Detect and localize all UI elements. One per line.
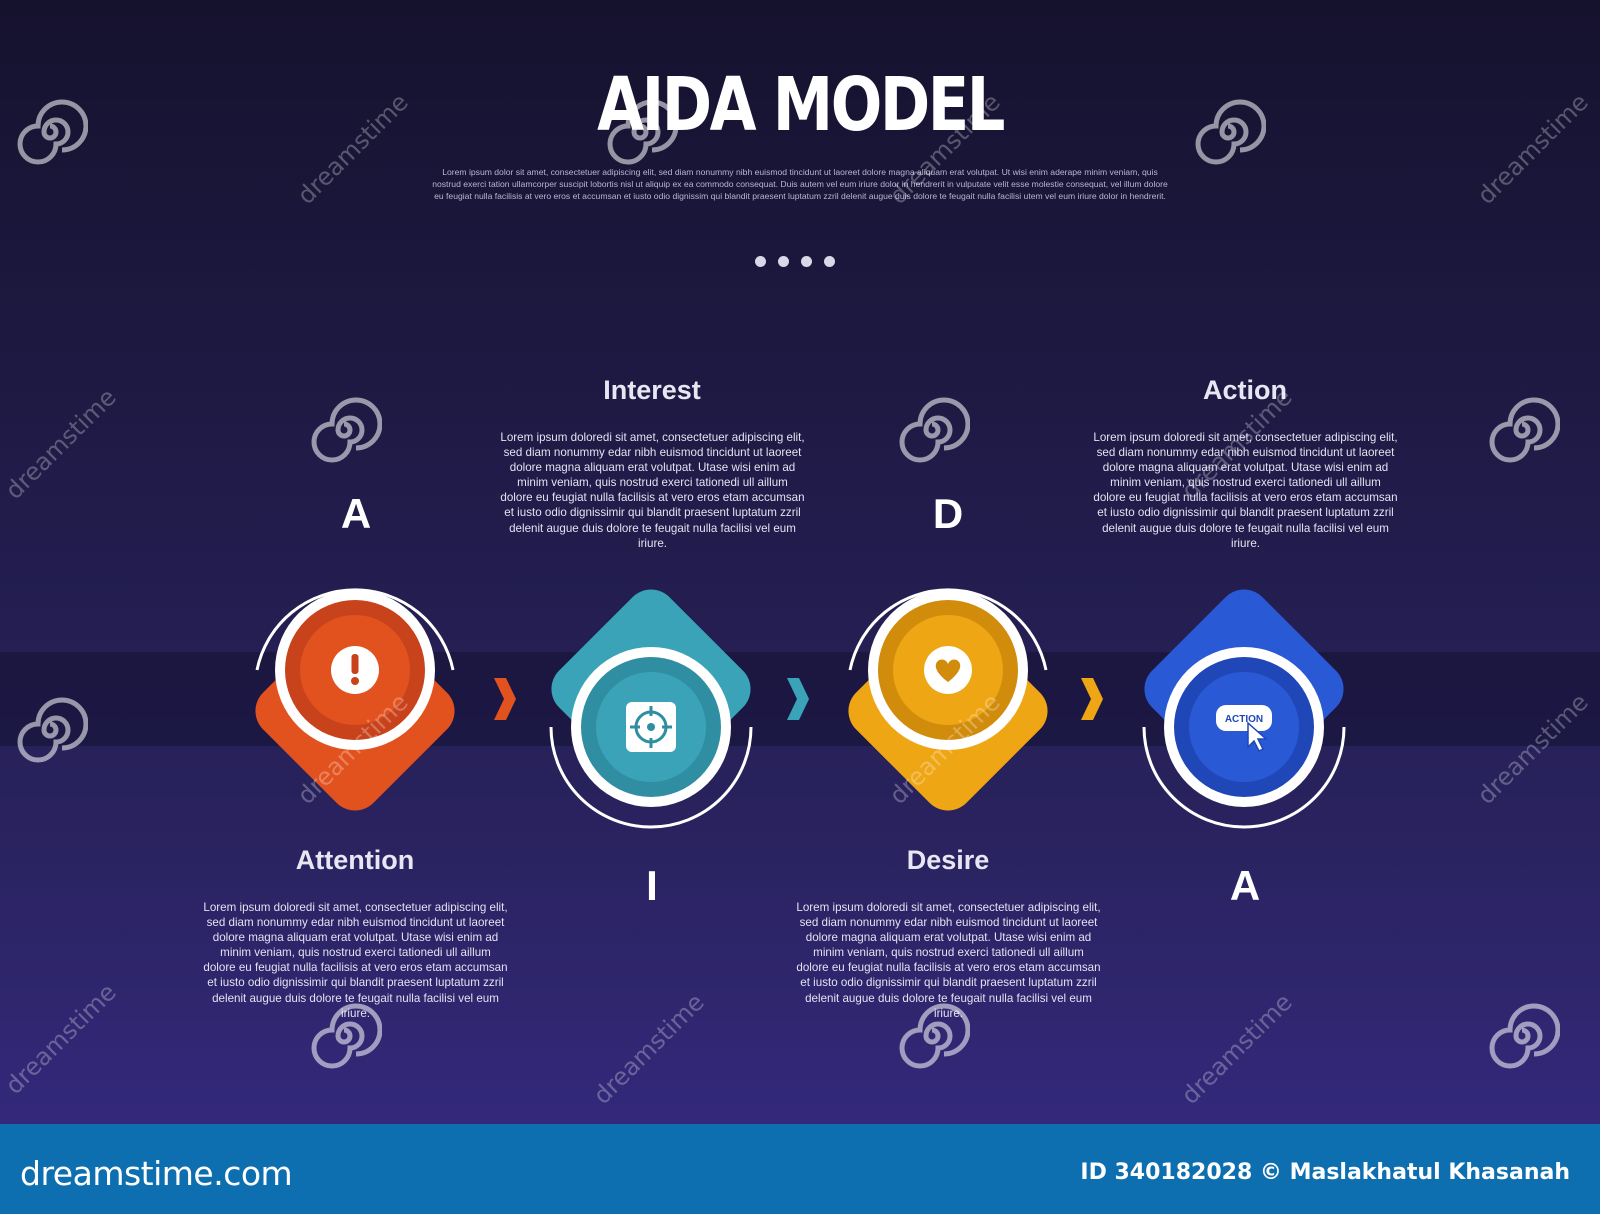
arrow-right-icon <box>787 678 809 720</box>
dot <box>755 256 766 267</box>
watermark-text: dreamstime <box>0 978 122 1100</box>
arrow-right-icon <box>494 678 516 720</box>
watermark-text: dreamstime <box>1472 88 1594 210</box>
exclamation-icon <box>331 646 379 694</box>
footer-bar: dreamstime.com ID 340182028 © Maslakhatu… <box>0 1124 1600 1214</box>
stage-title-attention: Attention <box>295 845 415 875</box>
dot <box>824 256 835 267</box>
stage-desc-interest: Lorem ipsum doloredi sit amet, consectet… <box>500 431 805 550</box>
stage-title-desire: Desire <box>906 845 990 875</box>
watermark-text: dreamstime <box>588 988 710 1110</box>
watermark-spiral-icon <box>899 1003 970 1069</box>
stage-node-action: ACTION <box>1124 589 1364 851</box>
stage-node-desire <box>828 568 1068 828</box>
dot <box>801 256 812 267</box>
watermark-text: dreamstime <box>0 383 122 505</box>
action-button-icon: ACTION <box>1216 705 1272 753</box>
watermark-spiral-icon <box>607 99 678 165</box>
heart-icon <box>924 646 972 694</box>
intro-text: Lorem ipsum dolor sit amet, consectetuer… <box>432 167 1168 201</box>
stage-node-attention <box>235 568 475 828</box>
watermark-spiral-icon <box>17 99 88 165</box>
watermark-spiral-icon <box>1489 1003 1560 1069</box>
pagination-dots <box>755 256 845 270</box>
node-arc <box>549 726 753 829</box>
node-arc <box>255 588 455 671</box>
watermark-spiral-icon <box>17 697 88 763</box>
stage-node-interest <box>531 589 771 851</box>
watermark-spiral-icon <box>311 397 382 463</box>
watermark-spiral-icon <box>311 1003 382 1069</box>
footer-site-logo[interactable]: dreamstime.com <box>20 1154 293 1193</box>
watermark-spiral-icon <box>1195 99 1266 165</box>
watermark-spiral-icon <box>899 397 970 463</box>
dot <box>778 256 789 267</box>
stage-desc-desire: Lorem ipsum doloredi sit amet, consectet… <box>796 901 1101 1020</box>
node-arc <box>848 588 1048 671</box>
watermark-spiral-icon <box>1489 397 1560 463</box>
watermark-text: dreamstime <box>1176 988 1298 1110</box>
stage-desc-action: Lorem ipsum doloredi sit amet, consectet… <box>1093 431 1398 550</box>
stage-title-action: Action <box>1203 375 1287 405</box>
footer-credit: ID 340182028 © Maslakhatul Khasanah <box>1080 1160 1570 1185</box>
stage-letter-interest: I <box>646 862 658 909</box>
target-icon <box>626 702 676 752</box>
stage-desc-attention: Lorem ipsum doloredi sit amet, consectet… <box>203 901 508 1020</box>
stage-letter-desire: D <box>932 490 964 537</box>
stage-title-interest: Interest <box>603 375 701 405</box>
stage-letter-attention: A <box>340 490 372 537</box>
arrow-right-icon <box>1081 678 1103 720</box>
node-arc <box>1142 726 1346 829</box>
stage-letter-action: A <box>1229 862 1261 909</box>
action-button-label: ACTION <box>1225 714 1263 725</box>
